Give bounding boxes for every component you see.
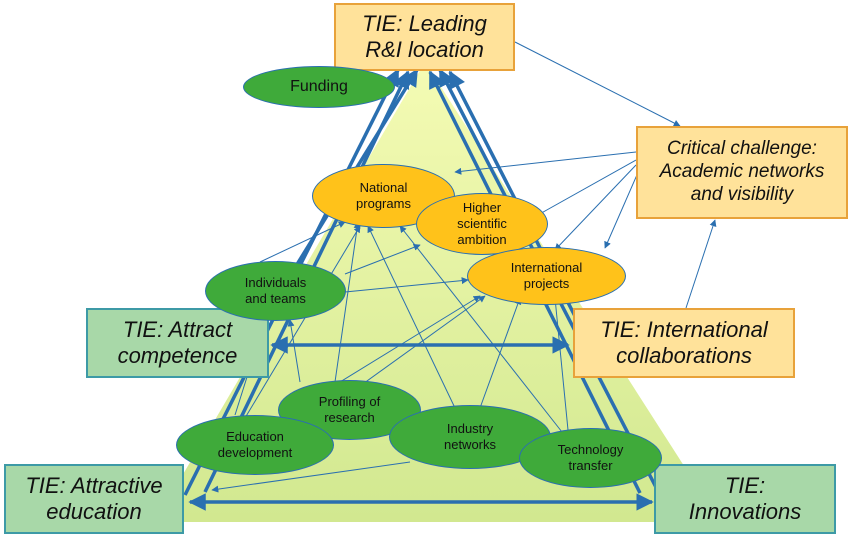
higher-ambition-label: Higher scientific ambition (457, 199, 507, 248)
profiling-research-label: Profiling of research (318, 393, 381, 425)
technology-transfer-ellipse: Technology transfer (519, 428, 662, 488)
arrow-critical-to-national (454, 151, 637, 175)
arrow-intl-to-critical (685, 219, 717, 309)
innovations-box: TIE: Innovations (654, 464, 836, 534)
arrow-profiling-to-national (334, 221, 361, 383)
critical-challenge-label: Critical challenge: Academic networks an… (659, 138, 825, 205)
international-collaborations-box: TIE: International collaborations (573, 308, 795, 378)
individuals-teams-label: Individuals and teams (244, 274, 307, 306)
arrow-critical-to-intl2 (554, 164, 637, 251)
attractive-education-label: TIE: Attractive education (25, 472, 163, 524)
funding-label: Funding (290, 78, 348, 95)
arrow-leading-to-critical (514, 41, 681, 127)
arrow-ind-to-national (259, 221, 346, 263)
arrow-industry-to-national (367, 225, 456, 409)
arrow-critical-to-intl (604, 167, 641, 249)
attract-competence-box: TIE: Attract competence (86, 308, 269, 378)
critical-challenge-box: Critical challenge: Academic networks an… (636, 126, 848, 219)
arrow-profiling-to-ind (287, 319, 301, 383)
education-development-ellipse: Education development (176, 415, 334, 475)
leading-rni-box: TIE: Leading R&I location (334, 3, 515, 71)
arrow-tech-to-intl (552, 297, 569, 431)
international-collaborations-label: TIE: International collaborations (600, 316, 768, 368)
arrow-ind-to-intl (344, 277, 469, 293)
attract-competence-label: TIE: Attract competence (117, 316, 238, 368)
leading-rni-label: TIE: Leading R&I location (362, 10, 487, 62)
arrow-edu-to-national (244, 225, 361, 419)
international-projects-ellipse: International projects (467, 247, 626, 305)
higher-ambition-ellipse: Higher scientific ambition (416, 193, 548, 255)
arrow-ind-to-higher (344, 244, 421, 275)
international-projects-label: International projects (510, 259, 583, 291)
arrow-tech-to-edu (211, 461, 411, 493)
education-development-label: Education development (217, 428, 293, 460)
funding-ellipse: Funding (243, 66, 395, 108)
arrow-tech-to-national (399, 225, 563, 433)
industry-networks-label: Industry networks (443, 420, 497, 452)
innovations-label: TIE: Innovations (688, 472, 802, 524)
national-programs-label: National programs (356, 179, 411, 211)
individuals-teams-ellipse: Individuals and teams (205, 261, 346, 321)
national-programs-ellipse: National programs (312, 164, 455, 228)
thin-arrows (211, 41, 717, 493)
technology-transfer-label: Technology transfer (557, 441, 624, 473)
attractive-education-box: TIE: Attractive education (4, 464, 184, 534)
